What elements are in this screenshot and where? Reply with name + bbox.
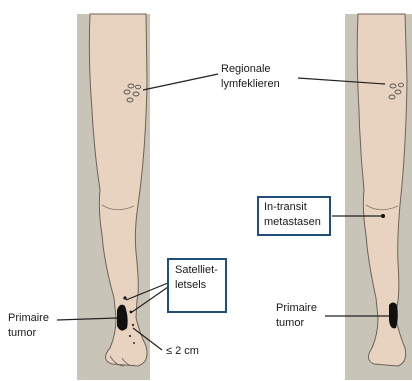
intransit-label-line2: metastasen bbox=[264, 215, 324, 230]
primary-tumor-right-label: Primaire tumor bbox=[276, 301, 317, 331]
right-leg-outline bbox=[357, 14, 407, 366]
regional-lymph-nodes-label: Regionale lymfeklieren bbox=[221, 62, 280, 92]
satellite-label-line1: Satelliet- bbox=[175, 263, 219, 278]
regional-leader-left bbox=[143, 74, 218, 90]
satellite-dot bbox=[129, 335, 131, 337]
satellite-label-line2: letsels bbox=[175, 278, 219, 293]
satellite-dot bbox=[123, 296, 126, 299]
primary-tumor-left-label: Primaire tumor bbox=[8, 311, 49, 341]
primary-right-line1: Primaire bbox=[276, 302, 317, 314]
size-label: ≤ 2 cm bbox=[166, 344, 199, 359]
regional-label-line2: lymfeklieren bbox=[221, 78, 280, 90]
satellite-dot bbox=[133, 342, 135, 344]
in-transit-metastasis-dot bbox=[381, 214, 385, 218]
primary-right-line2: tumor bbox=[276, 317, 304, 329]
right-leg-drawing bbox=[357, 14, 407, 366]
satellite-lesions-box: Satelliet- letsels bbox=[167, 258, 227, 313]
regional-label-line1: Regionale bbox=[221, 63, 271, 75]
intransit-label-line1: In-transit bbox=[264, 200, 324, 215]
in-transit-metastases-box: In-transit metastasen bbox=[257, 196, 331, 236]
primary-left-leader bbox=[57, 318, 117, 320]
primary-left-line2: tumor bbox=[8, 327, 36, 339]
satellite-dot bbox=[132, 324, 134, 326]
satellite-dot bbox=[130, 311, 133, 314]
right-primary-tumor-mark bbox=[389, 303, 398, 329]
primary-left-line1: Primaire bbox=[8, 312, 49, 324]
